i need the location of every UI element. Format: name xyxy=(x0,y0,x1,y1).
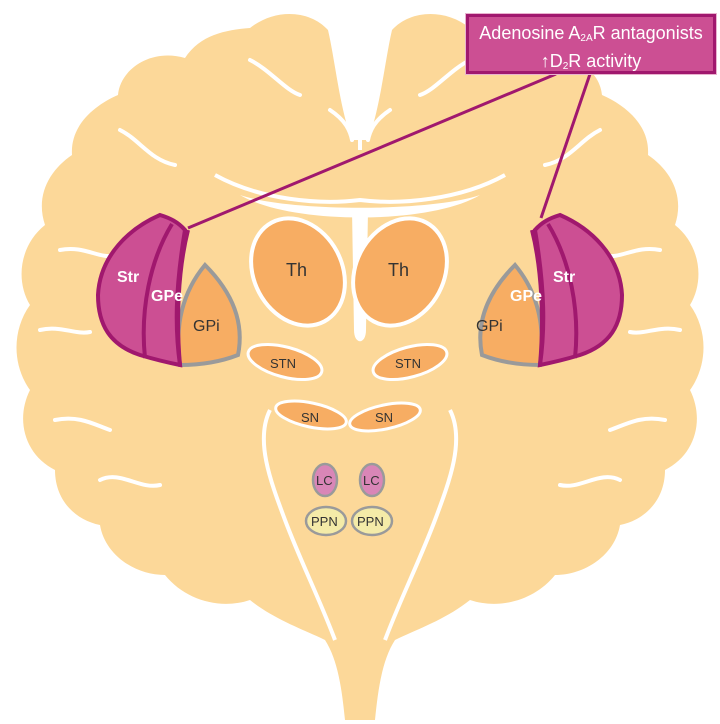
left-gpe-divider-2 xyxy=(176,229,190,366)
right-gpi-label: GPi xyxy=(476,318,503,335)
left-lc xyxy=(311,462,339,498)
left-thalamus xyxy=(249,216,347,328)
left-str-shape xyxy=(95,212,188,368)
callout-box: Adenosine A2AR antagonists ↑D2R activity xyxy=(466,14,716,74)
right-ppn xyxy=(350,505,394,537)
right-sn-label: SN xyxy=(375,410,393,425)
left-th-label: Th xyxy=(286,260,307,280)
pedunculopontine-nucleus: PPN PPN xyxy=(304,505,394,537)
substantia-nigra: SN SN xyxy=(274,399,422,433)
left-stn xyxy=(246,342,324,382)
right-gpe-label: GPe xyxy=(510,288,542,305)
thalamus: Th Th xyxy=(249,216,449,328)
right-ppn-label: PPN xyxy=(357,514,384,529)
left-lc-label: LC xyxy=(316,473,333,488)
left-gpi-label: GPi xyxy=(193,318,220,335)
right-hemisphere xyxy=(360,13,704,720)
ventricle-gap xyxy=(240,195,480,218)
left-ppn xyxy=(304,505,348,537)
callout-lines xyxy=(187,72,592,230)
right-lc-label: LC xyxy=(363,473,380,488)
right-sn xyxy=(348,401,422,433)
right-th-label: Th xyxy=(388,260,409,280)
callout-line-left xyxy=(187,72,557,230)
left-sn xyxy=(274,399,348,431)
brain-silhouette xyxy=(16,10,704,720)
right-basal-ganglia: Str GPe GPi xyxy=(476,212,625,368)
left-ppn-label: PPN xyxy=(311,514,338,529)
locus-coeruleus: LC LC xyxy=(311,462,386,498)
right-gpi-shape xyxy=(478,262,544,368)
right-str-label: Str xyxy=(553,269,575,286)
brainstem-outline-left xyxy=(261,409,337,641)
right-gpe-divider-1 xyxy=(546,222,579,359)
corpus-callosum-outline xyxy=(214,173,506,204)
callout-line-2: ↑D2R activity xyxy=(540,51,642,72)
right-stn xyxy=(371,342,449,382)
left-sn-label: SN xyxy=(301,410,319,425)
left-gpe-label: GPe xyxy=(151,288,183,305)
callout-line-1: Adenosine A2AR antagonists xyxy=(479,23,703,44)
left-stn-label: STN xyxy=(270,356,296,371)
left-str-label: Str xyxy=(117,269,139,286)
right-str-shape xyxy=(532,212,625,368)
left-gpe-divider-1 xyxy=(141,222,174,359)
brainstem-outline-right xyxy=(383,409,459,641)
left-gpi-shape xyxy=(176,262,242,368)
subthalamic-nucleus: STN STN xyxy=(246,342,449,382)
right-stn-label: STN xyxy=(395,356,421,371)
right-gpe-divider-2 xyxy=(530,229,544,366)
left-basal-ganglia: Str GPe GPi xyxy=(95,212,242,368)
right-thalamus xyxy=(351,216,449,328)
callout-line-right xyxy=(539,73,592,219)
right-lc xyxy=(358,462,386,498)
